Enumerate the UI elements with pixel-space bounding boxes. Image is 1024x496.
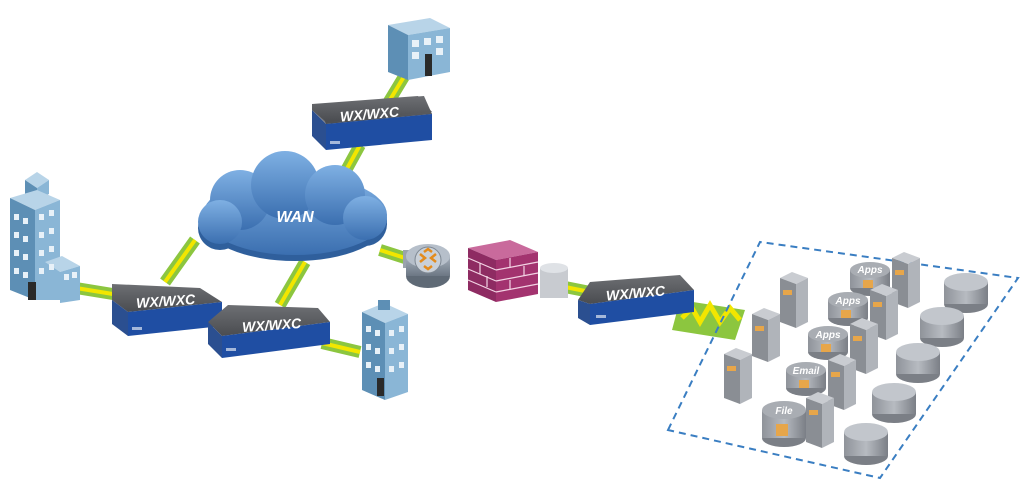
wx-device-top-label: WX/WXC (339, 103, 400, 124)
storage-cylinder-icon (896, 343, 940, 383)
wx-device-left-a: WX/WXC (112, 284, 222, 336)
datacenter-boundary (666, 240, 1020, 480)
building-left-tower-icon (10, 172, 80, 303)
apps-server-3: Apps (808, 318, 878, 374)
wx-device-top: WX/WXC (312, 96, 432, 150)
wx-device-left-a-label: WX/WXC (136, 291, 197, 311)
link-left-b-building (320, 337, 362, 358)
link-cloud-left-a (160, 236, 200, 286)
wx-device-left-b: WX/WXC (208, 305, 330, 358)
file-server: File (762, 392, 834, 448)
router-icon (403, 244, 450, 288)
wan-cloud: WAN (198, 151, 387, 261)
file-label: File (775, 406, 793, 417)
wx-device-datacenter: WX/WXC (578, 275, 694, 325)
storage-cylinder-icon (920, 307, 964, 347)
server-tower-icon (724, 348, 752, 404)
link-cloud-router (378, 244, 407, 264)
server-tower-icon (780, 272, 808, 328)
firewall-icon (467, 240, 568, 302)
building-top-icon (388, 18, 450, 80)
building-bottom-icon (362, 300, 408, 400)
apps-label: Apps (857, 265, 883, 276)
email-label: Email (793, 366, 820, 377)
apps-label: Apps (835, 296, 861, 307)
storage-cylinder-icon (872, 383, 916, 423)
apps-server-1: Apps (850, 252, 920, 308)
link-cloud-left-b (274, 258, 311, 309)
apps-label: Apps (815, 330, 841, 341)
server-tower-icon (752, 308, 780, 362)
storage-cylinder-icon (944, 273, 988, 313)
wx-device-left-b-label: WX/WXC (242, 315, 303, 335)
storage-cylinder-icon (844, 423, 888, 465)
wx-device-datacenter-label: WX/WXC (605, 282, 666, 303)
wan-label: WAN (276, 209, 314, 226)
datacenter-group: Apps Apps Apps (666, 240, 1020, 480)
